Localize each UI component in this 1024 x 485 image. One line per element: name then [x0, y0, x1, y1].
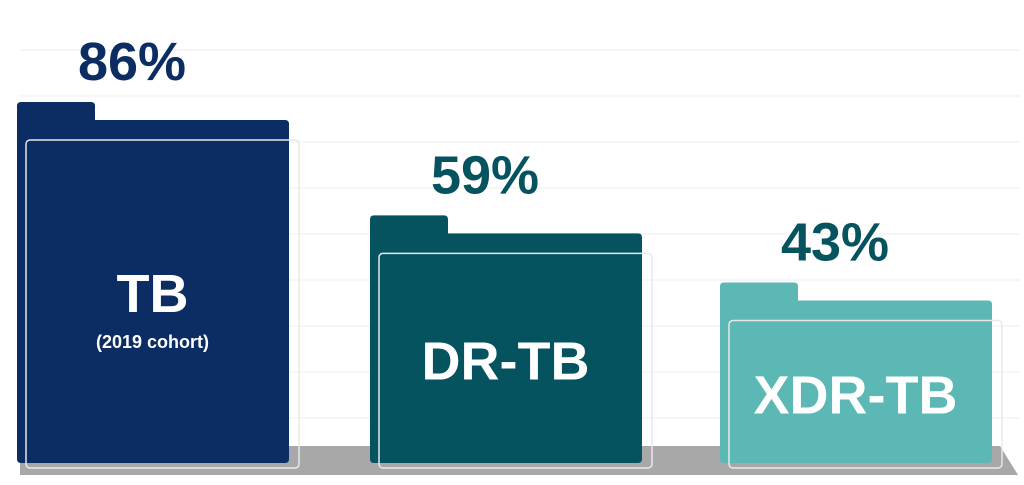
bar-folder [720, 282, 992, 463]
bar-tb: 86% TB (2019 cohort) [17, 32, 300, 469]
category-sublabel: (2019 cohort) [96, 332, 209, 352]
category-label: XDR-TB [754, 365, 958, 425]
bar-xdr-tb: 43% XDR-TB [720, 213, 1003, 469]
value-label: 86% [78, 32, 186, 92]
bar-dr-tb: 59% DR-TB [370, 145, 653, 469]
bars: 86% TB (2019 cohort) 59% DR-TB 43% XDR-TB [17, 32, 1003, 469]
value-label: 59% [431, 145, 539, 205]
value-label: 43% [781, 213, 889, 273]
bar-folder [370, 215, 642, 463]
bar-folder [17, 102, 289, 463]
category-label: TB [117, 264, 189, 324]
bar-front-outline [25, 139, 300, 469]
bar-front-outline [728, 319, 1003, 469]
bar-front-outline [378, 252, 653, 469]
category-label: DR-TB [422, 332, 590, 392]
